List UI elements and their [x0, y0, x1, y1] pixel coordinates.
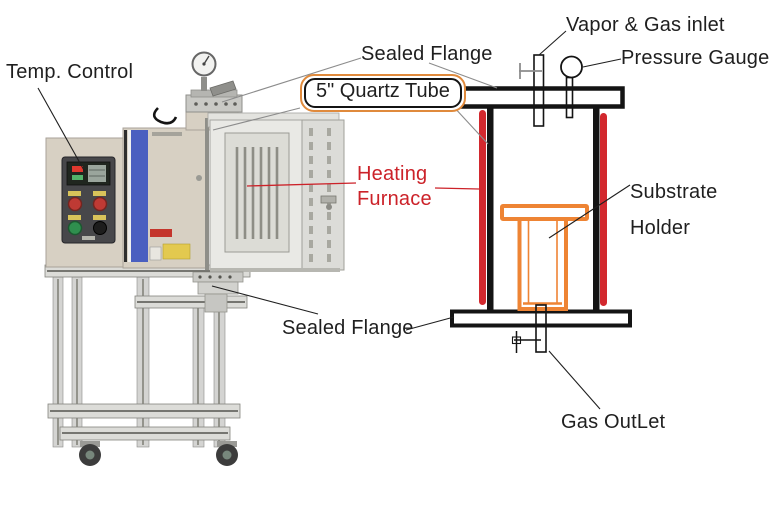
label-sealed-flange-bottom: Sealed Flange	[282, 317, 414, 339]
leader-substrate-holder	[548, 184, 631, 239]
heater-bar-left	[479, 110, 486, 305]
pressure-gauge-symbol	[560, 55, 583, 119]
quartz-tube-wall-right	[593, 104, 600, 315]
label-heating-furnace-line1: Heating	[357, 163, 428, 185]
leader-temp-control	[37, 87, 86, 173]
leader-sf-bottom-photo	[211, 285, 319, 315]
warning-stickers	[149, 229, 191, 261]
door-latch	[320, 195, 337, 210]
chamber-vent-slots	[235, 147, 279, 239]
leader-heating-photo	[246, 182, 357, 187]
label-substrate-holder-line1: Substrate	[630, 181, 718, 203]
heater-bar-right	[600, 113, 607, 306]
leader-quartz-photo	[212, 107, 301, 131]
leader-sf-bottom-schem	[405, 316, 455, 331]
photo-top-assembly	[152, 51, 243, 131]
label-quartz-tube-box: 5" Quartz Tube	[300, 74, 466, 112]
schematic	[450, 54, 632, 353]
label-vapor-gas-inlet: Vapor & Gas inlet	[566, 14, 725, 36]
leader-lines	[37, 30, 631, 410]
schematic-bottom-flange	[450, 309, 632, 328]
inlet-valve-mark	[519, 63, 542, 79]
temperature-controller-display	[66, 161, 111, 186]
label-heating-furnace-line2: Furnace	[357, 188, 432, 210]
panel-buttons	[67, 191, 108, 240]
label-gas-outlet: Gas OutLet	[561, 411, 666, 433]
label-pressure-gauge: Pressure Gauge	[621, 47, 770, 69]
leader-pressure-gauge	[582, 58, 622, 68]
control-cabinet	[45, 137, 124, 268]
leader-vapor-inlet	[538, 30, 567, 56]
gas-inlet-tube	[533, 54, 545, 127]
schematic-top-flange	[457, 86, 625, 109]
gas-outlet-tube	[535, 304, 547, 353]
leader-heating-schem	[434, 187, 480, 190]
power-cable	[152, 107, 178, 125]
quartz-tube-wall-left	[487, 104, 494, 315]
label-temp-control: Temp. Control	[6, 61, 134, 83]
leader-gas-outlet	[548, 350, 601, 410]
label-quartz-tube: 5" Quartz Tube	[304, 78, 462, 108]
leader-sf-top-schem	[428, 62, 498, 89]
furnace-body	[122, 127, 207, 269]
photo-pressure-gauge	[191, 51, 217, 91]
heating-chamber	[205, 112, 345, 272]
label-substrate-holder: Substrate Holder	[630, 174, 717, 246]
label-substrate-holder-line2: Holder	[630, 217, 691, 239]
valve-handle	[209, 80, 237, 97]
outlet-valve-mark	[511, 331, 541, 353]
label-heating-furnace: Heating Furnace	[357, 162, 432, 212]
furnace-photo	[44, 51, 345, 466]
leader-quartz-schem	[451, 104, 489, 145]
leader-sf-top-photo	[221, 57, 362, 103]
label-sealed-flange-top: Sealed Flange	[361, 43, 493, 65]
substrate-holder-symbol	[500, 204, 589, 311]
caster-wheels	[79, 441, 238, 466]
